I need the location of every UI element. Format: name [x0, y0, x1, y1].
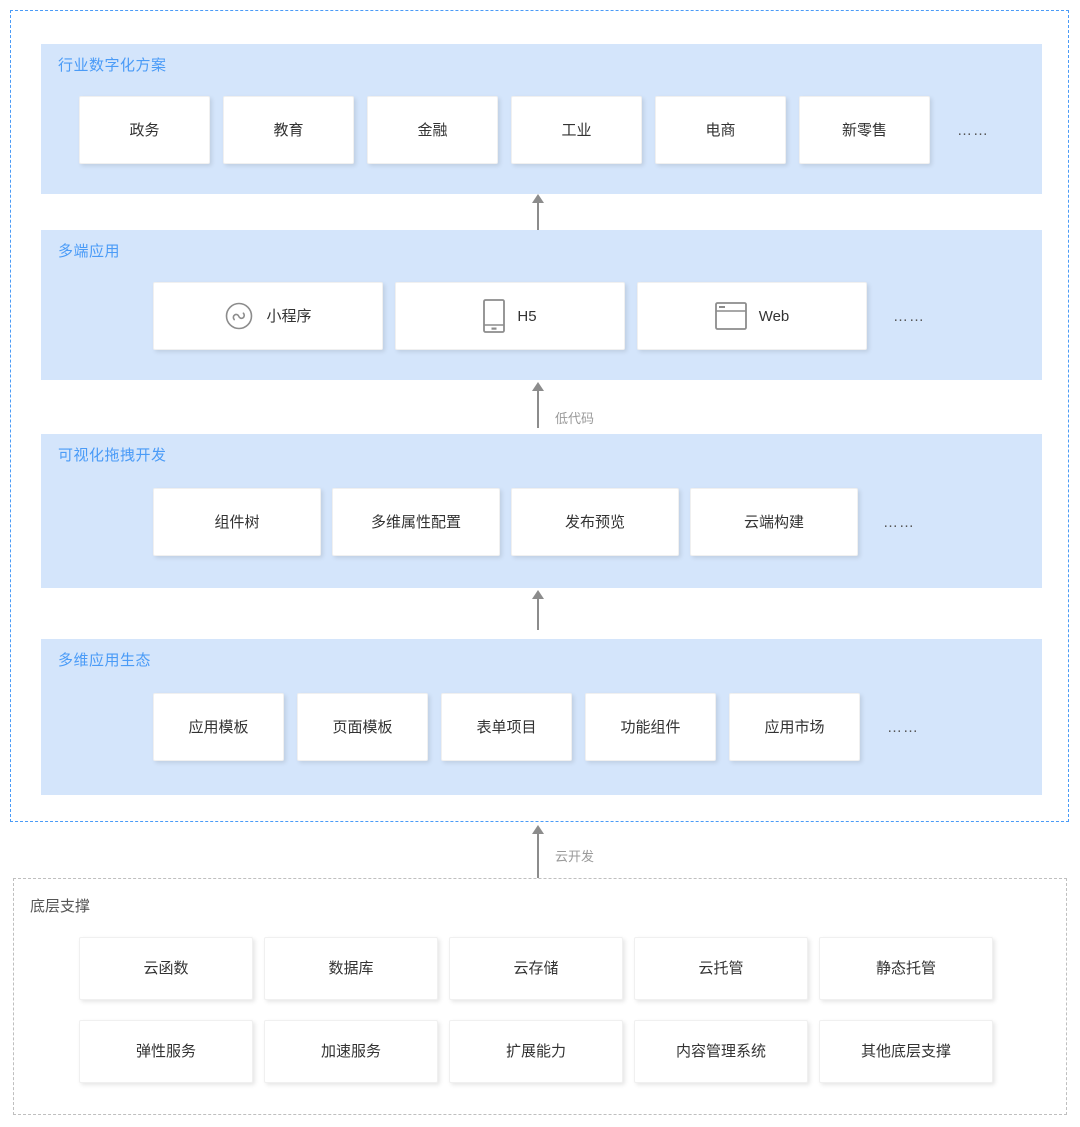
arrow-platform-from-foundation [532, 825, 544, 878]
arrow-label-cloud-development: 云开发 [555, 849, 595, 864]
card-label: 扩展能力 [505, 1043, 566, 1060]
card-label: 加速服务 [320, 1043, 381, 1060]
card-form-project[interactable]: 表单项目 [441, 693, 572, 761]
card-web[interactable]: Web [637, 282, 867, 350]
card-label: 数据库 [328, 960, 374, 977]
mini-program-icon [224, 301, 254, 331]
card-static-hosting[interactable]: 静态托管 [819, 937, 993, 1000]
layer-industry-digital-solution: 行业数字化方案 政务 教育 金融 工业 电商 新零售 …… [41, 44, 1042, 194]
ellipsis-visual-drag-development: …… [883, 513, 915, 531]
cards-row-multi-dimension-app-ecosystem: 应用模板 页面模板 表单项目 功能组件 应用市场 …… [153, 693, 919, 761]
card-cloud-storage[interactable]: 云存储 [449, 937, 623, 1000]
layer-title-visual-drag-development: 可视化拖拽开发 [58, 447, 167, 464]
card-ecommerce[interactable]: 电商 [655, 96, 786, 164]
card-label: 功能组件 [620, 718, 681, 736]
foundation-support-section: 底层支撑 云函数 数据库 云存储 云托管 静态托管 弹性服务 加速服务 扩展能力… [13, 878, 1067, 1115]
card-government[interactable]: 政务 [79, 96, 210, 164]
arrow-label-low-code: 低代码 [555, 411, 595, 426]
card-label: 内容管理系统 [675, 1043, 766, 1060]
layer-multi-end-application: 多端应用 小程序 [41, 230, 1042, 380]
cards-row-industry-digital-solution: 政务 教育 金融 工业 电商 新零售 …… [79, 96, 989, 164]
browser-window-icon [714, 302, 747, 330]
card-label: 小程序 [266, 307, 312, 325]
arrow-solution-from-multiend [532, 194, 544, 230]
card-education[interactable]: 教育 [223, 96, 354, 164]
card-publish-preview[interactable]: 发布预览 [511, 488, 679, 556]
layer-visual-drag-development: 可视化拖拽开发 组件树 多维属性配置 发布预览 云端构建 …… [41, 434, 1042, 588]
card-label: 应用市场 [764, 718, 825, 736]
card-label: 工业 [561, 121, 592, 139]
card-label: 表单项目 [476, 718, 537, 736]
card-other-foundation-support[interactable]: 其他底层支撑 [819, 1020, 993, 1083]
layer-title-multi-end-application: 多端应用 [58, 243, 121, 260]
card-label: 发布预览 [564, 513, 625, 531]
card-label: 政务 [129, 121, 160, 139]
card-label: 教育 [273, 121, 304, 139]
card-elastic-service[interactable]: 弹性服务 [79, 1020, 253, 1083]
mobile-phone-icon [483, 299, 506, 333]
ellipsis-multi-dimension-app-ecosystem: …… [887, 718, 919, 736]
cards-row-multi-end-application: 小程序 H5 [153, 282, 925, 350]
card-label: 电商 [705, 121, 736, 139]
card-cloud-hosting[interactable]: 云托管 [634, 937, 808, 1000]
card-icon-and-label: H5 [483, 299, 537, 333]
foundation-row-2: 弹性服务 加速服务 扩展能力 内容管理系统 其他底层支撑 [79, 1020, 993, 1083]
card-app-market[interactable]: 应用市场 [729, 693, 860, 761]
platform-dashed-frame [10, 10, 1069, 822]
card-label: Web [758, 307, 790, 325]
card-label: 组件树 [214, 513, 260, 531]
foundation-title: 底层支撑 [30, 898, 91, 915]
card-label: 金融 [417, 121, 448, 139]
ellipsis-multi-end-application: …… [893, 307, 925, 325]
card-label: 应用模板 [188, 718, 249, 736]
card-content-management-system[interactable]: 内容管理系统 [634, 1020, 808, 1083]
card-label: 其他底层支撑 [860, 1043, 951, 1060]
card-icon-and-label: 小程序 [224, 301, 312, 331]
card-label: 静态托管 [875, 960, 936, 977]
card-multi-attribute-config[interactable]: 多维属性配置 [332, 488, 500, 556]
card-label: 弹性服务 [135, 1043, 196, 1060]
card-label: 云函数 [143, 960, 189, 977]
card-new-retail[interactable]: 新零售 [799, 96, 930, 164]
card-mini-program[interactable]: 小程序 [153, 282, 383, 350]
layer-multi-dimension-app-ecosystem: 多维应用生态 应用模板 页面模板 表单项目 功能组件 应用市场 …… [41, 639, 1042, 795]
card-app-template[interactable]: 应用模板 [153, 693, 284, 761]
card-label: 云存储 [513, 960, 559, 977]
layer-title-industry-digital-solution: 行业数字化方案 [58, 57, 167, 74]
card-label: 云端构建 [743, 513, 804, 531]
card-acceleration-service[interactable]: 加速服务 [264, 1020, 438, 1083]
layer-title-multi-dimension-app-ecosystem: 多维应用生态 [58, 652, 152, 669]
card-function-component[interactable]: 功能组件 [585, 693, 716, 761]
card-label: 云托管 [698, 960, 744, 977]
card-h5[interactable]: H5 [395, 282, 625, 350]
card-industry[interactable]: 工业 [511, 96, 642, 164]
foundation-row-1: 云函数 数据库 云存储 云托管 静态托管 [79, 937, 993, 1000]
card-label: H5 [517, 307, 537, 325]
card-label: 页面模板 [332, 718, 393, 736]
card-extension-capability[interactable]: 扩展能力 [449, 1020, 623, 1083]
card-finance[interactable]: 金融 [367, 96, 498, 164]
card-cloud-build[interactable]: 云端构建 [690, 488, 858, 556]
card-page-template[interactable]: 页面模板 [297, 693, 428, 761]
card-component-tree[interactable]: 组件树 [153, 488, 321, 556]
card-label: 新零售 [841, 121, 887, 139]
arrow-visual-from-ecosystem [532, 590, 544, 630]
card-label: 多维属性配置 [370, 513, 461, 531]
card-database[interactable]: 数据库 [264, 937, 438, 1000]
card-cloud-function[interactable]: 云函数 [79, 937, 253, 1000]
cards-row-visual-drag-development: 组件树 多维属性配置 发布预览 云端构建 …… [153, 488, 915, 556]
card-icon-and-label: Web [714, 302, 790, 330]
arrow-multiend-from-visual [532, 382, 544, 428]
ellipsis-industry-digital-solution: …… [957, 121, 989, 139]
